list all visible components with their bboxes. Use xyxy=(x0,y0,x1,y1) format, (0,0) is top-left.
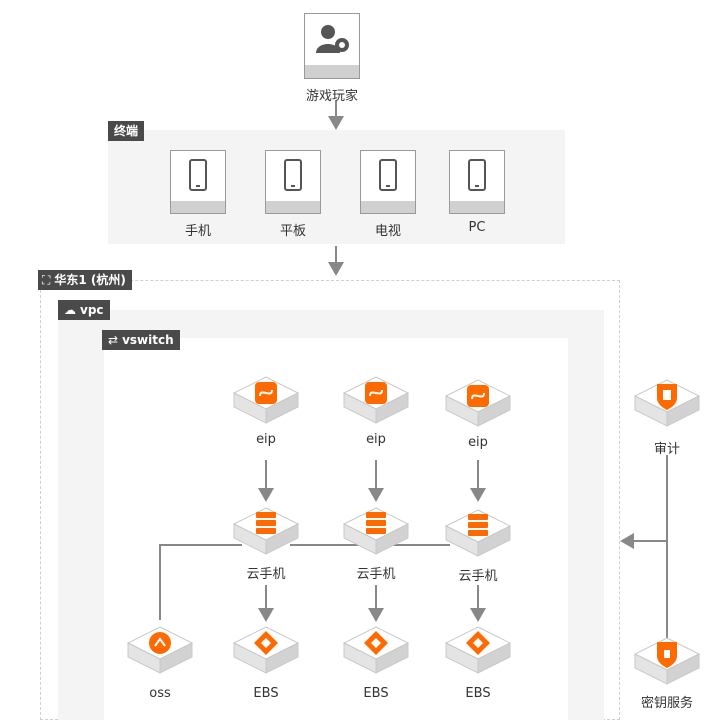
eip-node-2 xyxy=(343,376,409,424)
device-tv-label: 电视 xyxy=(374,224,401,239)
device-phone xyxy=(170,150,226,214)
eip-node-3 xyxy=(445,379,511,427)
region-tag: ⛶华东1 (杭州) xyxy=(38,270,132,290)
ebs-node-1 xyxy=(233,626,299,674)
oss-connector xyxy=(159,544,242,620)
switch-icon: ⇄ xyxy=(108,333,119,347)
vpc-tag-label: vpc xyxy=(80,303,104,317)
pc-icon xyxy=(468,159,486,191)
eip-label-1: eip xyxy=(256,432,276,447)
terminal-tag: 终端 xyxy=(108,121,145,141)
cloud-phone-node-2 xyxy=(343,507,409,555)
eip-label-3: eip xyxy=(468,435,488,450)
device-tablet-label: 平板 xyxy=(279,224,306,239)
oss-icon xyxy=(149,632,171,654)
vswitch-tag: ⇄vswitch xyxy=(102,330,180,350)
game-player-node xyxy=(304,13,360,79)
user-gear-icon xyxy=(316,25,349,53)
vpc-tag: ☁ vpc xyxy=(58,300,110,320)
kms-node xyxy=(634,637,700,685)
oss-node xyxy=(127,626,193,674)
eip-label-2: eip xyxy=(366,432,386,447)
device-phone-label: 手机 xyxy=(184,224,211,239)
tablet-icon xyxy=(284,159,302,191)
ebs-label-3: EBS xyxy=(465,686,491,701)
cloud-phone-label-2: 云手机 xyxy=(356,567,396,582)
region-icon: ⛶ xyxy=(42,273,51,287)
cloud-phone-label-1: 云手机 xyxy=(246,567,286,582)
server-icon xyxy=(256,512,276,534)
tv-icon xyxy=(379,159,397,191)
cloud-phone-node-3 xyxy=(445,509,511,557)
kms-label: 密钥服务 xyxy=(640,696,693,711)
game-player-label: 游戏玩家 xyxy=(305,89,358,104)
cloud-phone-node-1 xyxy=(233,507,299,555)
device-tablet xyxy=(265,150,321,214)
cloud-phone-label-3: 云手机 xyxy=(458,569,498,584)
server-icon xyxy=(468,514,488,536)
ebs-node-3 xyxy=(445,626,511,674)
audit-label: 审计 xyxy=(653,442,680,457)
ebs-node-2 xyxy=(343,626,409,674)
ebs-label-1: EBS xyxy=(253,686,279,701)
phone-icon xyxy=(189,159,207,191)
audit-node xyxy=(634,379,700,427)
eip-node-1 xyxy=(233,376,299,424)
cloud-icon: ☁ xyxy=(64,303,76,317)
region-tag-label: 华东1 (杭州) xyxy=(54,273,126,287)
oss-label: oss xyxy=(149,686,171,701)
device-pc-label: PC xyxy=(468,220,486,235)
ebs-label-2: EBS xyxy=(363,686,389,701)
server-icon xyxy=(366,512,386,534)
vswitch-tag-label: vswitch xyxy=(122,333,174,347)
device-tv xyxy=(360,150,416,214)
device-pc xyxy=(449,150,505,214)
